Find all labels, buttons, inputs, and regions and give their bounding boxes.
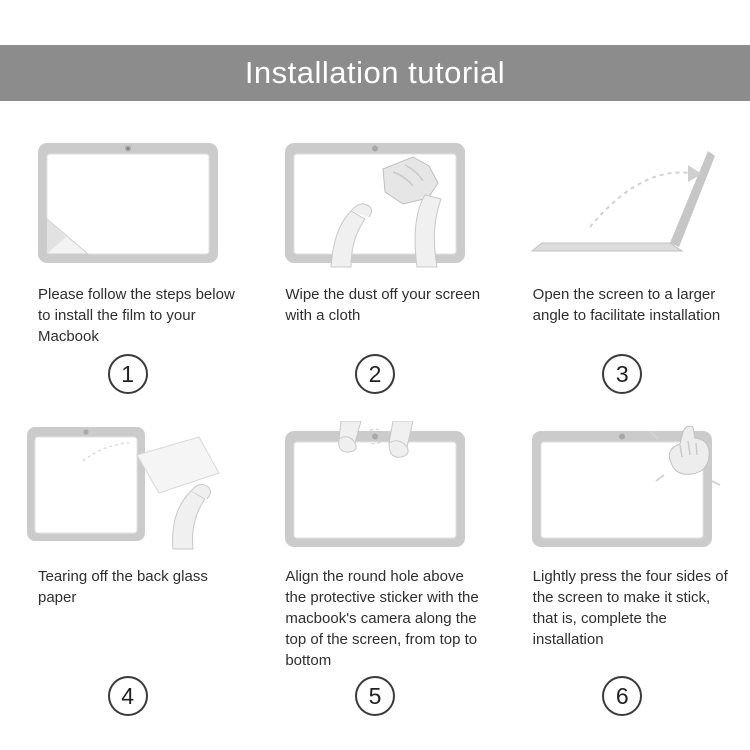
page-title: Installation tutorial	[244, 55, 506, 90]
step-number-badge: 4	[107, 676, 148, 716]
step-caption: Tearing off the back glass paper	[38, 568, 208, 606]
screen-with-peeling-film-icon	[18, 138, 237, 270]
step-3: Open the screen to a larger angle to fac…	[513, 138, 732, 398]
step-number-badge: 5	[354, 676, 395, 716]
align-film-camera-icon	[265, 420, 484, 552]
step-caption: Align the round hole above the protectiv…	[285, 568, 479, 669]
wipe-cloth-icon	[265, 138, 484, 270]
header-banner: Installation tutorial	[0, 45, 750, 101]
tear-back-paper-icon	[18, 420, 237, 552]
step-5: Align the round hole above the protectiv…	[265, 420, 484, 720]
step-number-badge: 2	[354, 354, 395, 394]
step-1: Please follow the steps below to install…	[18, 138, 237, 398]
step-caption: Wipe the dust off your screen with a clo…	[285, 286, 481, 324]
step-4: Tearing off the back glass paper 4	[18, 420, 237, 720]
step-number-badge: 3	[602, 354, 643, 394]
step-caption: Please follow the steps below to install…	[38, 286, 235, 345]
steps-grid: Please follow the steps below to install…	[18, 138, 732, 720]
step-number-badge: 1	[107, 354, 148, 394]
press-screen-sides-icon	[513, 420, 732, 552]
step-2: Wipe the dust off your screen with a clo…	[265, 138, 484, 398]
open-laptop-side-icon	[513, 138, 732, 270]
step-caption: Lightly press the four sides of the scre…	[532, 568, 728, 648]
step-number-badge: 6	[602, 676, 643, 716]
step-caption: Open the screen to a larger angle to fac…	[532, 286, 721, 324]
step-6: Lightly press the four sides of the scre…	[513, 420, 732, 720]
